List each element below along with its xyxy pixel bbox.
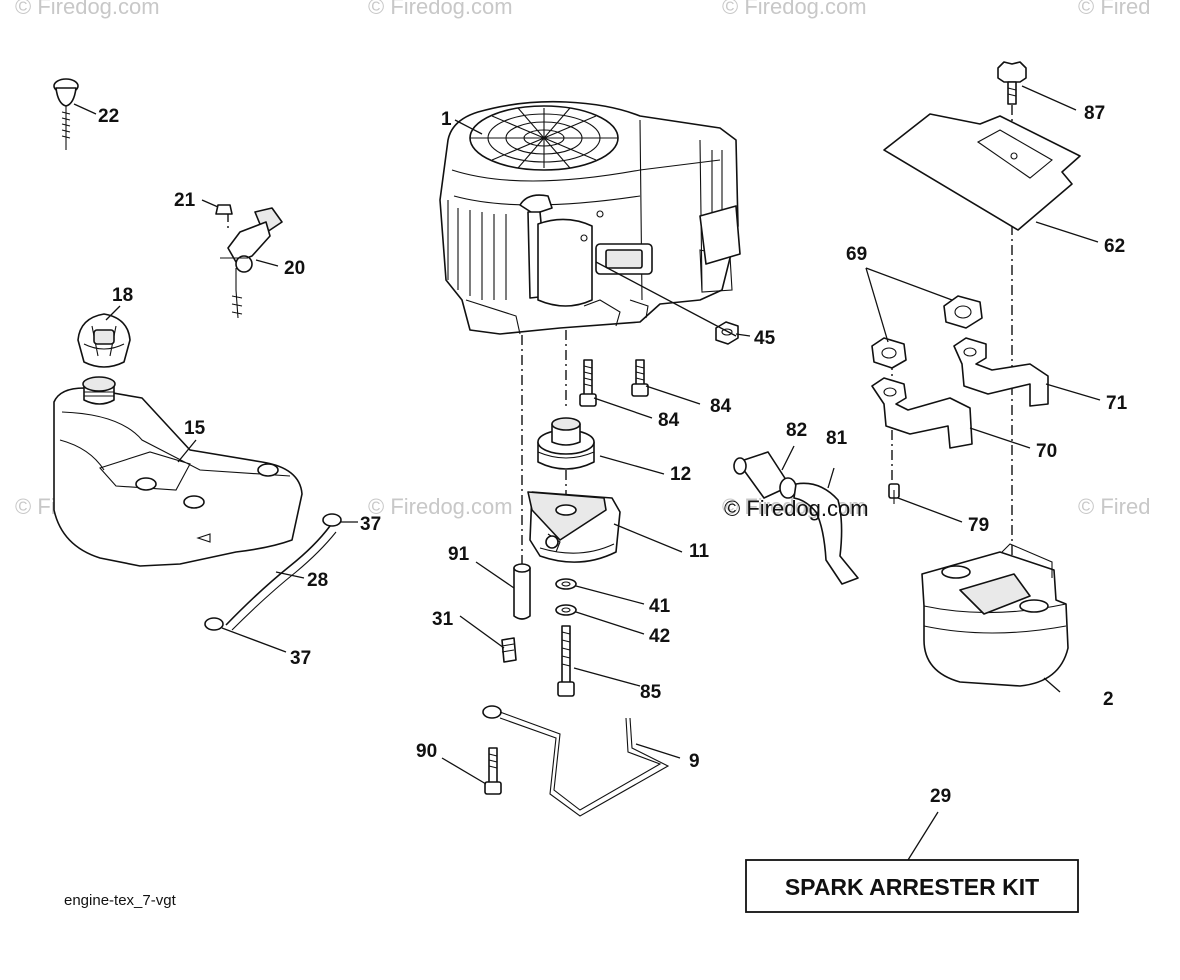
- callout-71: 71: [1106, 393, 1128, 414]
- callout-62: 62: [1104, 236, 1125, 257]
- part-2-muffler: [921, 543, 1069, 687]
- callout-87: 87: [1084, 103, 1105, 124]
- callout-90: 90: [416, 741, 437, 762]
- part-41-42-washers: [555, 578, 577, 616]
- spark-arrester-kit-label: SPARK ARRESTER KIT: [785, 874, 1039, 900]
- callout-81: 81: [826, 428, 848, 449]
- callout-9: 9: [689, 751, 700, 772]
- part-11-clutch: [527, 491, 621, 563]
- part-18-fuel-cap: [77, 313, 131, 368]
- watermark-mid-2: © Firedog.com: [368, 494, 513, 519]
- callout-labels: 1 2 9 11 12 15 18 20 21 22 28 29 31 37 3…: [98, 103, 1128, 807]
- part-9-rod: [482, 705, 670, 817]
- callout-82: 82: [786, 420, 807, 441]
- part-91-spacer: [513, 563, 531, 620]
- callout-15: 15: [184, 418, 206, 439]
- watermark-top-1: © Firedog.com: [15, 0, 160, 19]
- callout-1: 1: [441, 109, 452, 130]
- callout-85: 85: [640, 682, 662, 703]
- callout-84-left: 84: [658, 410, 680, 431]
- part-81-82-filter: [733, 451, 859, 585]
- callout-2: 2: [1103, 689, 1114, 710]
- watermark-top-2: © Firedog.com: [368, 0, 513, 19]
- part-31-key: [501, 637, 517, 663]
- callout-84-right: 84: [710, 396, 732, 417]
- leader-lines: [73, 85, 1101, 861]
- callout-29: 29: [930, 786, 951, 807]
- callout-11: 11: [689, 541, 710, 562]
- callout-20: 20: [284, 258, 305, 279]
- callout-28: 28: [307, 570, 328, 591]
- part-90-screw: [484, 747, 502, 795]
- part-12-pulley: [537, 417, 595, 470]
- callout-22: 22: [98, 106, 119, 127]
- part-1-engine: [439, 100, 741, 335]
- watermark-top-4: © Fired: [1078, 0, 1150, 19]
- part-85-bolt: [557, 625, 575, 697]
- callout-91: 91: [448, 544, 470, 565]
- callout-31: 31: [432, 609, 454, 630]
- part-69-gaskets: [871, 295, 983, 369]
- part-87-knob: [997, 61, 1027, 105]
- callout-18: 18: [112, 285, 133, 306]
- callout-41: 41: [649, 596, 671, 617]
- part-62-heat-shield: [883, 113, 1081, 231]
- part-70-pipe: [871, 377, 973, 449]
- spark-arrester-kit-box: SPARK ARRESTER KIT: [745, 859, 1079, 913]
- callout-42: 42: [649, 626, 670, 647]
- part-22-knob: [53, 78, 79, 150]
- callout-79: 79: [968, 515, 989, 536]
- watermark-center: © Firedog.com: [724, 496, 869, 521]
- part-28-fuel-line: [204, 513, 342, 631]
- part-79-bolt: [888, 483, 900, 504]
- part-15-fuel-tank: [53, 376, 303, 567]
- part-20-21-throttle: [215, 204, 283, 319]
- callout-45: 45: [754, 328, 776, 349]
- watermark-mid-4: © Fired: [1078, 494, 1150, 519]
- callout-37-top: 37: [360, 514, 381, 535]
- callout-37-bottom: 37: [290, 648, 311, 669]
- part-71-pipe: [953, 337, 1049, 407]
- part-84-bolts: [579, 359, 649, 407]
- watermark-top-3: © Firedog.com: [722, 0, 867, 19]
- part-45-nut: [715, 321, 739, 345]
- diagram-caption: engine-tex_7-vgt: [64, 892, 177, 909]
- callout-12: 12: [670, 464, 691, 485]
- callout-69: 69: [846, 244, 867, 265]
- callout-21: 21: [174, 190, 196, 211]
- callout-70: 70: [1036, 441, 1057, 462]
